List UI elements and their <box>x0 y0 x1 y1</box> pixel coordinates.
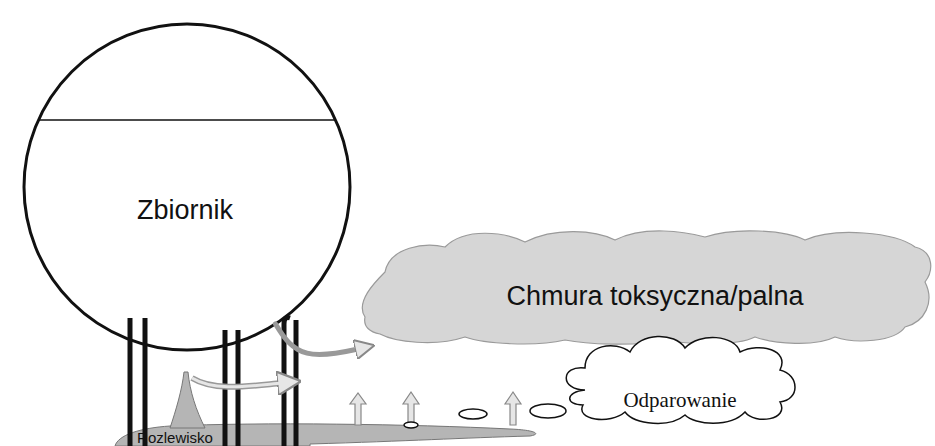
cloud-outline <box>566 336 795 423</box>
bubbles <box>404 404 566 428</box>
shape-outline <box>22 22 352 352</box>
flow-arrow <box>192 378 282 387</box>
liquid-level <box>39 119 335 121</box>
flow-arrow-core <box>192 378 282 387</box>
tank-circle: Zbiornik <box>22 22 352 352</box>
toxic-cloud: Chmura toksyczna/palna <box>355 222 935 347</box>
leak-jet <box>170 372 205 428</box>
pool-outline <box>115 424 536 446</box>
node-label: Rozlewisko <box>137 430 213 445</box>
node-label: Chmura toksyczna/palna <box>506 283 803 310</box>
up-arrow <box>403 392 419 425</box>
evaporation-arrows <box>350 392 521 425</box>
up-arrow <box>350 393 366 425</box>
bubble <box>530 404 566 418</box>
up-arrow <box>505 392 521 425</box>
node-label: Zbiornik <box>137 197 233 224</box>
tank-outline <box>24 24 350 350</box>
cloud-outline <box>362 231 930 344</box>
node-label: Odparowanie <box>623 390 736 411</box>
spill-pool: Rozlewisko <box>110 400 550 446</box>
bubble <box>459 409 487 419</box>
evaporation-cloud: Odparowanie <box>555 330 800 425</box>
shape-outline <box>555 330 800 425</box>
flow-arrow <box>275 324 366 355</box>
